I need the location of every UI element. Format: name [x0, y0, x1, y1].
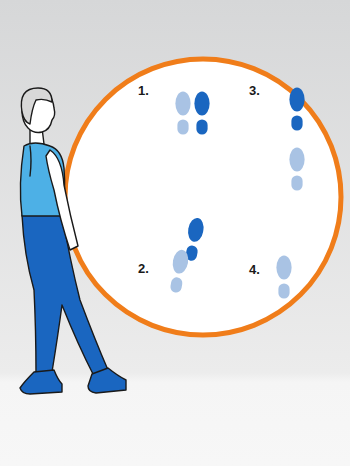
- walking-woman: [20, 88, 126, 394]
- footprint: [168, 249, 190, 294]
- footprint: [194, 91, 209, 134]
- callout-number: 2.: [138, 261, 149, 276]
- callout-number: 3.: [249, 83, 260, 98]
- footprint: [289, 147, 304, 190]
- callout-number: 4.: [249, 262, 260, 277]
- callout-number: 1.: [138, 83, 149, 98]
- footprint: [276, 255, 291, 298]
- highlight-circle: [65, 59, 341, 335]
- footprint: [289, 87, 304, 130]
- footprint: [175, 91, 190, 134]
